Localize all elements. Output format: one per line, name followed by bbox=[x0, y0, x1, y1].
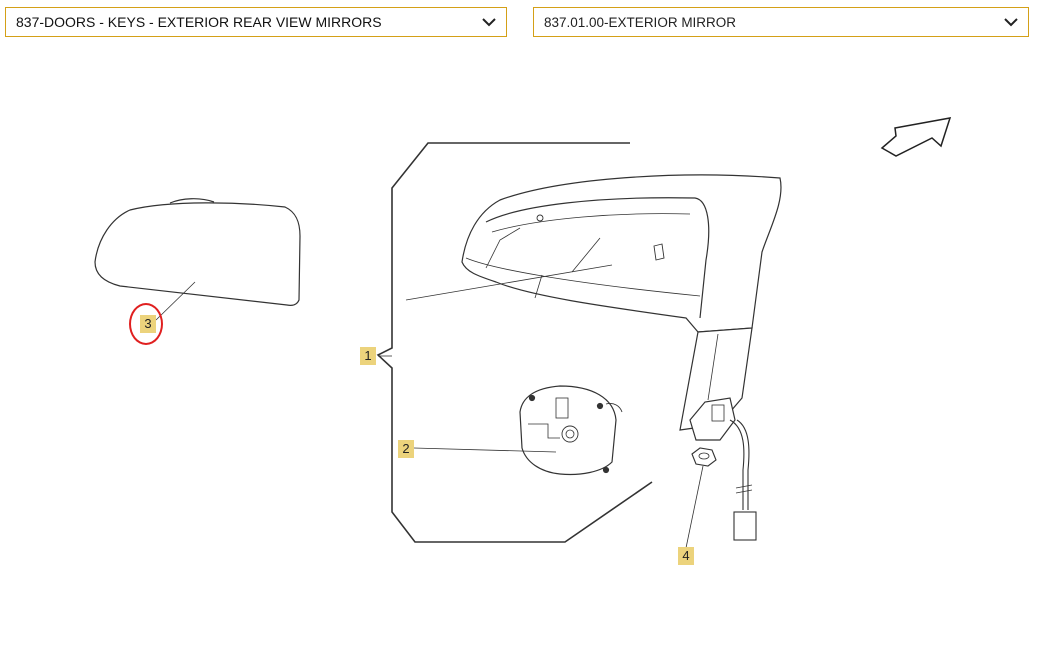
callout-4[interactable]: 4 bbox=[678, 547, 694, 565]
chevron-down-icon bbox=[1004, 18, 1018, 27]
group-select[interactable]: 837-DOORS - KEYS - EXTERIOR REAR VIEW MI… bbox=[5, 7, 507, 37]
group-select-value: 837-DOORS - KEYS - EXTERIOR REAR VIEW MI… bbox=[16, 14, 382, 30]
callout-1[interactable]: 1 bbox=[360, 347, 376, 365]
callout-2[interactable]: 2 bbox=[398, 440, 414, 458]
chevron-down-icon bbox=[482, 18, 496, 27]
mirror-glass-part bbox=[94, 198, 301, 321]
mirror-housing-part bbox=[405, 174, 782, 541]
part-select-value: 837.01.00-EXTERIOR MIRROR bbox=[544, 14, 737, 30]
selected-callout-highlight bbox=[129, 303, 163, 345]
nut-part bbox=[685, 447, 717, 549]
callout-3[interactable]: 3 bbox=[140, 315, 156, 333]
exploded-parts-diagram bbox=[94, 117, 952, 549]
part-select[interactable]: 837.01.00-EXTERIOR MIRROR bbox=[533, 7, 1029, 37]
direction-arrow-icon bbox=[880, 117, 952, 157]
assembly-bracket bbox=[376, 142, 653, 543]
mirror-actuator-part bbox=[413, 385, 623, 476]
